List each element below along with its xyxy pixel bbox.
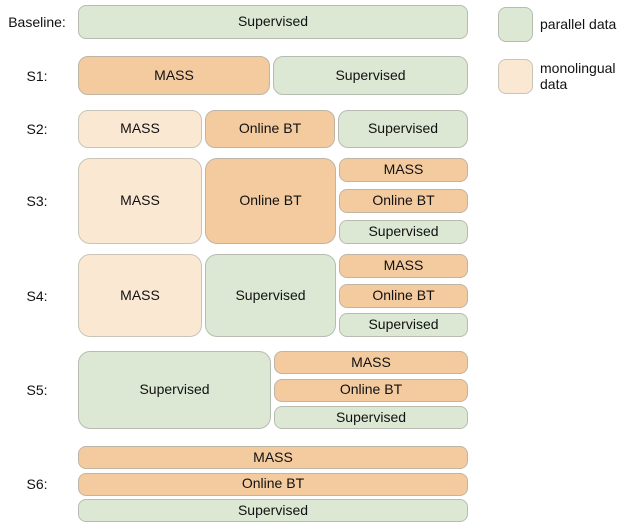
block-mass: MASS <box>78 56 270 95</box>
block-mass: MASS <box>274 351 468 374</box>
row-label-s4: S4: <box>26 287 48 304</box>
block-stack: MASS Online BT Supervised <box>339 158 468 244</box>
block-supervised: Supervised <box>273 56 468 95</box>
legend-item-monolingual: monolingual data <box>498 59 624 94</box>
block-online-bt: Online BT <box>205 110 335 148</box>
block-supervised: Supervised <box>78 351 271 429</box>
block-mass: MASS <box>339 158 468 182</box>
block-mass: MASS <box>78 110 202 148</box>
block-stack: MASS Online BT Supervised <box>339 254 468 337</box>
row-s3: S3: MASS Online BT MASS Online BT Superv… <box>0 158 626 244</box>
block-stack: MASS Online BT Supervised <box>274 351 468 429</box>
block-supervised: Supervised <box>274 406 468 429</box>
row-label-s1: S1: <box>26 67 48 84</box>
block-stack: MASS Online BT Supervised <box>78 446 468 522</box>
row-label-baseline: Baseline: <box>8 14 66 30</box>
row-baseline: Baseline: Supervised <box>0 5 626 39</box>
row-s4: S4: MASS Supervised MASS Online BT Super… <box>0 254 626 337</box>
row-s6: S6: MASS Online BT Supervised <box>0 446 626 522</box>
block-supervised: Supervised <box>339 220 468 244</box>
block-supervised: Supervised <box>338 110 468 148</box>
block-online-bt: Online BT <box>339 189 468 213</box>
block-supervised: Supervised <box>78 5 468 39</box>
block-online-bt: Online BT <box>274 378 468 402</box>
block-mass: MASS <box>78 158 202 244</box>
block-supervised: Supervised <box>205 254 336 337</box>
block-online-bt: Online BT <box>78 472 468 496</box>
row-label-s2: S2: <box>26 121 48 137</box>
block-mass: MASS <box>339 254 468 278</box>
row-s1: S1: MASS Supervised <box>0 56 626 95</box>
block-online-bt: Online BT <box>339 283 468 308</box>
parallel-data-swatch <box>498 7 533 42</box>
row-s5: S5: Supervised MASS Online BT Supervised <box>0 351 626 429</box>
row-s2: S2: MASS Online BT Supervised <box>0 110 626 148</box>
monolingual-data-swatch <box>498 59 533 94</box>
row-label-s5: S5: <box>26 382 48 398</box>
block-mass: MASS <box>78 446 468 469</box>
block-supervised: Supervised <box>78 499 468 522</box>
legend-label: parallel data <box>540 15 617 32</box>
row-label-s3: S3: <box>26 193 48 209</box>
legend-item-parallel: parallel data <box>498 7 624 42</box>
legend: parallel data monolingual data <box>498 7 624 111</box>
block-mass: MASS <box>78 254 202 337</box>
row-label-s6: S6: <box>26 476 48 492</box>
block-supervised: Supervised <box>339 313 468 337</box>
block-online-bt: Online BT <box>205 158 336 244</box>
legend-label: monolingual data <box>540 60 616 92</box>
